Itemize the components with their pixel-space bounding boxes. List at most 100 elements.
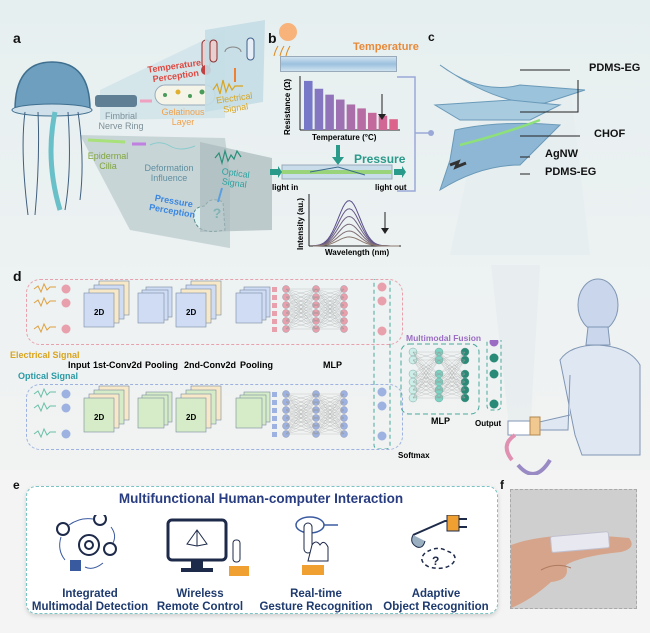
agnw-electrode — [449, 159, 467, 170]
panel-b-letter: b — [268, 30, 277, 46]
optical-branch-box — [26, 384, 403, 450]
cycle-icon — [224, 46, 242, 53]
sun-icon — [273, 23, 297, 57]
stage-pooling-1: Pooling — [145, 360, 178, 370]
chof-fiber — [459, 118, 541, 147]
feature-map — [175, 292, 207, 328]
stage-input: Input — [68, 360, 90, 370]
output-node — [489, 353, 499, 363]
layer-label-pdms-eg-top: PDMS-EG — [589, 62, 641, 74]
signal-wave-icon — [33, 296, 56, 308]
signal-wave-icon — [33, 401, 56, 413]
intensity-curve-p2 — [312, 208, 399, 247]
intensity-line-chart — [308, 194, 401, 247]
light-out-arrow-icon — [394, 166, 406, 178]
intensity-curve-p1 — [312, 200, 399, 247]
bar — [368, 112, 377, 130]
pooled-map — [235, 292, 263, 324]
input-node — [61, 284, 71, 294]
torso — [559, 344, 641, 456]
input-node — [61, 429, 71, 439]
output-box — [486, 340, 502, 411]
input-node — [61, 403, 71, 413]
layer-label-chof: CHOF — [594, 128, 626, 140]
svg-text:?: ? — [432, 554, 439, 568]
optical-wave-icon — [214, 148, 242, 166]
softmax-node — [377, 326, 387, 336]
stage-mlp: MLP — [323, 360, 342, 370]
layer-label-pdms-eg-bottom: PDMS-EG — [545, 166, 597, 178]
flatten-node — [272, 327, 277, 332]
signal-wave-icon — [33, 282, 56, 294]
bar — [346, 104, 356, 130]
signal-wave-icon — [33, 427, 56, 439]
panel-e-letter: e — [13, 478, 20, 492]
optical-signal-label: Optical Signal — [18, 371, 79, 381]
softmax-node — [377, 387, 387, 397]
light-out-label: light out — [375, 183, 407, 192]
flatten-node — [272, 319, 277, 324]
bar — [336, 99, 345, 130]
flatten-node — [272, 303, 277, 308]
connector-bracket — [397, 76, 434, 192]
signal-wave-icon — [33, 322, 56, 334]
flatten-node — [272, 392, 277, 397]
deformation-wave-icon — [149, 142, 196, 150]
panel-c-letter: c — [428, 30, 435, 44]
stage-1st-conv2d: 1st-Conv2d — [93, 360, 143, 370]
flatten-node — [272, 311, 277, 316]
sensor-patch — [550, 531, 610, 553]
lower-cone — [80, 135, 230, 249]
output-label: Output — [475, 419, 502, 428]
wrist-device — [529, 416, 541, 436]
bar — [325, 94, 334, 130]
feature-map — [175, 397, 207, 433]
optical-signal-card — [200, 142, 272, 232]
pressure-fiber — [270, 145, 406, 180]
pooled-map — [137, 397, 165, 429]
bar — [357, 108, 366, 130]
bottom-pdms-layer — [439, 122, 562, 192]
wavelength-axis-label: Wavelength (nm) — [325, 248, 390, 257]
resistance-bar-chart — [299, 76, 400, 131]
input-node — [61, 389, 71, 399]
temperature-axis-label: Temperature (°C) — [312, 133, 377, 142]
finger-photo — [510, 489, 637, 609]
multimodal-fusion-label: Multimodal Fusion — [406, 333, 482, 343]
fusion-mlp-diagram — [400, 340, 502, 415]
signal-wave-icon — [33, 387, 56, 399]
bar — [314, 88, 324, 130]
conv-2d-label: 2D — [94, 413, 104, 422]
gear-cycle-icon — [56, 515, 117, 571]
output-node — [489, 369, 499, 379]
pressure-label: Pressure — [354, 152, 406, 166]
softmax-node — [377, 401, 387, 411]
electrical-signal-card — [205, 20, 265, 112]
bar — [378, 115, 388, 130]
down-arrow-icon — [217, 187, 223, 203]
softmax-node — [377, 282, 387, 292]
stage-pooling-2: Pooling — [240, 360, 273, 370]
pooled-map — [137, 292, 165, 324]
flatten-node — [272, 287, 277, 292]
grab-object-icon: ? — [411, 515, 467, 570]
fusion-box — [400, 343, 480, 415]
softmax-label: Softmax — [398, 451, 430, 460]
human-figure — [491, 265, 641, 475]
flatten-node — [272, 424, 277, 429]
bar — [304, 80, 313, 130]
conv-2d-label: 2D — [186, 413, 196, 422]
conv-2d-label: 2D — [94, 308, 104, 317]
panel-d-letter: d — [13, 268, 22, 284]
electrical-branch-box — [26, 279, 403, 345]
panel-a-letter: a — [13, 30, 21, 46]
intensity-axis-label: Intensity (au.) — [296, 197, 305, 250]
light-in-label: light in — [272, 183, 299, 192]
electrical-signal-label: Electrical Signal — [10, 350, 80, 360]
fusion-mlp-label: MLP — [431, 416, 450, 426]
